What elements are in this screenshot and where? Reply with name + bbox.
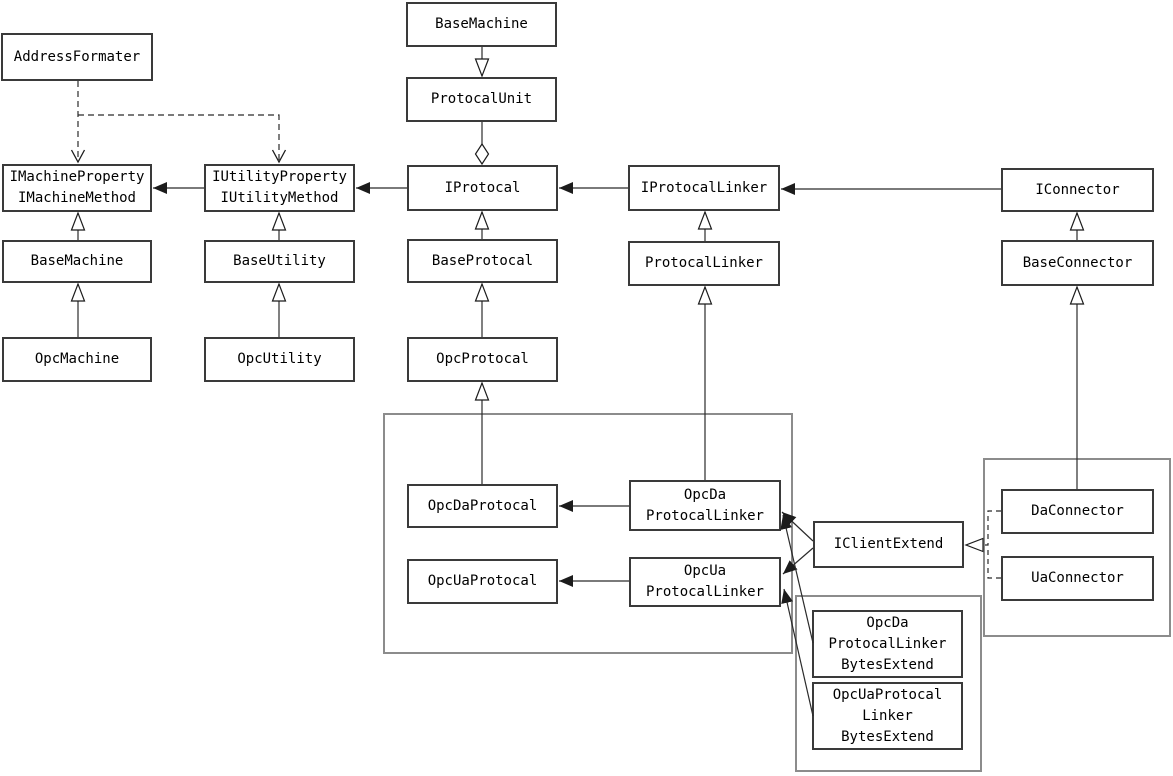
node-base-connector: BaseConnector (1001, 240, 1154, 286)
node-opc-ua-protocal: OpcUaProtocal (407, 559, 558, 604)
node-da-connector-label: DaConnector (1031, 503, 1124, 519)
node-opc-da-protocal-linker-label: OpcDa ProtocalLinker (645, 486, 764, 524)
node-opc-ua-protocal-linker-bytes-extend: OpcUaProtocal Linker BytesExtend (812, 682, 963, 750)
node-base-machine-top: BaseMachine (406, 2, 557, 47)
node-base-utility: BaseUtility (204, 240, 355, 283)
node-base-protocal-label: BaseProtocal (431, 252, 534, 269)
node-opc-ua-protocal-linker-label: OpcUa ProtocalLinker (645, 563, 764, 600)
node-da-connector: DaConnector (1001, 489, 1154, 534)
node-opc-ua-protocal-linker: OpcUa ProtocalLinker (629, 557, 781, 607)
node-base-machine: BaseMachine (2, 240, 152, 283)
node-iconnector-label: IConnector (1035, 181, 1120, 198)
node-iclient-extend: IClientExtend (813, 521, 964, 568)
node-base-machine-top-label: BaseMachine (435, 16, 528, 32)
node-iprotocal-linker: IProtocalLinker (628, 165, 780, 211)
node-protocal-unit: ProtocalUnit (406, 77, 557, 122)
node-imachine-property-method: IMachineProperty IMachineMethod (2, 164, 152, 212)
node-iprotocal-linker-label: IProtocalLinker (640, 179, 768, 196)
node-opc-da-protocal: OpcDaProtocal (407, 484, 558, 528)
node-opc-protocal-label: OpcProtocal (436, 351, 529, 367)
node-base-machine-label: BaseMachine (30, 253, 124, 269)
node-opc-machine-label: OpcMachine (34, 351, 120, 367)
node-base-connector-label: BaseConnector (1022, 254, 1133, 271)
node-base-utility-label: BaseUtility (233, 253, 326, 269)
node-opc-ua-protocal-label: OpcUaProtocal (427, 573, 538, 589)
node-address-formater: AddressFormater (1, 33, 153, 81)
node-ua-connector: UaConnector (1001, 556, 1154, 601)
node-opc-da-protocal-linker-bytes-extend: OpcDa ProtocalLinker BytesExtend (812, 610, 963, 678)
node-iprotocal-label: IProtocal (444, 179, 521, 196)
group-opc-protocal-linker-box (383, 413, 793, 654)
node-opc-ua-plbe-label: OpcUaProtocal Linker BytesExtend (832, 686, 943, 745)
node-opc-da-protocal-linker: OpcDa ProtocalLinker (629, 480, 781, 531)
node-iconnector: IConnector (1001, 168, 1154, 212)
node-opc-utility-label: OpcUtility (237, 351, 322, 367)
node-opc-protocal: OpcProtocal (407, 337, 558, 382)
node-imachine-label: IMachineProperty IMachineMethod (9, 169, 145, 206)
edge-addressformater-iutility (78, 114, 287, 164)
node-opc-da-plbe-label: OpcDa ProtocalLinker BytesExtend (828, 614, 947, 673)
node-iprotocal: IProtocal (407, 165, 558, 211)
node-opc-utility: OpcUtility (204, 337, 355, 382)
node-protocal-linker-label: ProtocalLinker (644, 255, 763, 271)
node-iclient-extend-label: IClientExtend (833, 536, 944, 552)
node-protocal-linker: ProtocalLinker (628, 241, 780, 286)
group-connector-box (983, 458, 1171, 637)
node-ua-connector-label: UaConnector (1031, 570, 1124, 586)
node-protocal-unit-label: ProtocalUnit (430, 91, 533, 107)
node-iutility-label: IUtilityProperty IUtilityMethod (212, 169, 347, 206)
node-iutility-property-method: IUtilityProperty IUtilityMethod (204, 164, 355, 212)
node-opc-da-protocal-label: OpcDaProtocal (427, 497, 538, 514)
node-base-protocal: BaseProtocal (407, 239, 558, 283)
node-address-formater-label: AddressFormater (13, 48, 141, 65)
node-opc-machine: OpcMachine (2, 337, 152, 382)
